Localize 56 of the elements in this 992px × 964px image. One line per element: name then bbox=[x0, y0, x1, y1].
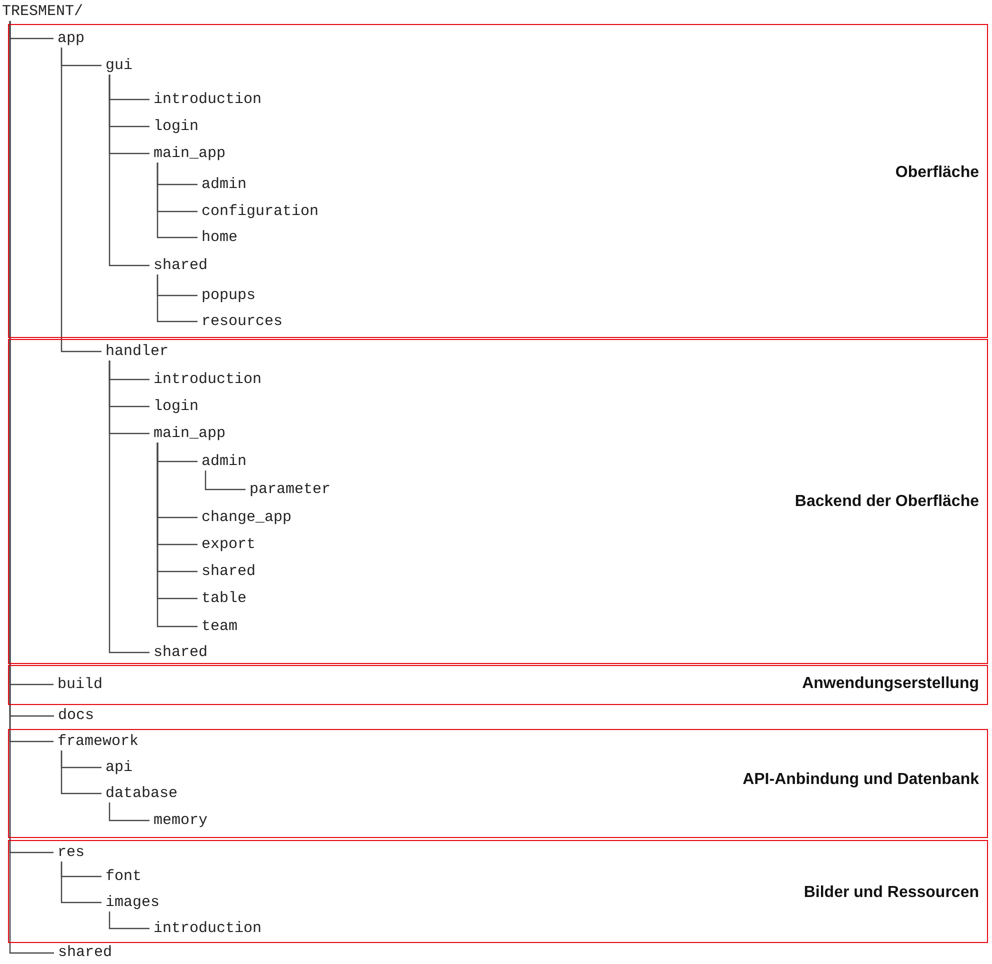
section-label: Anwendungserstellung bbox=[802, 674, 979, 694]
folder-name: login bbox=[154, 398, 199, 416]
folder-name: shared bbox=[154, 644, 208, 662]
folder-name: handler bbox=[106, 342, 169, 360]
folder-name: export bbox=[202, 536, 256, 554]
folder-name: docs bbox=[58, 707, 94, 725]
tree-connector bbox=[156, 274, 198, 322]
tree-connector bbox=[156, 162, 198, 238]
tree-connector bbox=[60, 862, 102, 904]
section-frame bbox=[8, 339, 988, 664]
folder-name: framework bbox=[58, 732, 139, 750]
tree-connector bbox=[108, 802, 150, 822]
section-frame bbox=[8, 665, 988, 705]
folder-name: home bbox=[202, 228, 238, 246]
folder-name: configuration bbox=[202, 202, 319, 220]
tree-connector bbox=[204, 470, 246, 490]
folder-name: shared bbox=[58, 944, 112, 962]
tree-connector bbox=[60, 48, 102, 352]
folder-name: introduction bbox=[154, 920, 262, 938]
folder-name: team bbox=[202, 618, 238, 636]
folder-name: introduction bbox=[154, 370, 262, 388]
folder-name: resources bbox=[202, 312, 283, 330]
section-label: API-Anbindung und Datenbank bbox=[742, 770, 979, 790]
folder-name: images bbox=[106, 894, 160, 912]
folder-name: TRESMENT/ bbox=[2, 3, 84, 21]
folder-name: parameter bbox=[250, 480, 331, 498]
tree-connector bbox=[156, 442, 198, 628]
section-frame bbox=[8, 729, 988, 838]
folder-name: admin bbox=[202, 452, 247, 470]
folder-name: introduction bbox=[154, 90, 262, 108]
folder-name: app bbox=[58, 30, 85, 48]
folder-name: shared bbox=[202, 562, 256, 580]
folder-name: api bbox=[106, 758, 133, 776]
section-frame bbox=[8, 24, 988, 338]
folder-name: main_app bbox=[154, 144, 226, 162]
tree-connector bbox=[60, 750, 102, 794]
folder-name: build bbox=[58, 676, 103, 694]
folder-name: res bbox=[58, 844, 85, 862]
folder-name: font bbox=[106, 868, 142, 886]
section-label: Oberfläche bbox=[895, 163, 979, 183]
folder-name: admin bbox=[202, 176, 247, 194]
folder-name: table bbox=[202, 590, 247, 608]
section-label: Bilder und Ressourcen bbox=[804, 883, 979, 903]
tree-connector bbox=[108, 912, 150, 930]
folder-name: popups bbox=[202, 286, 256, 304]
tree-connector bbox=[108, 360, 150, 654]
section-label: Backend der Oberfläche bbox=[794, 492, 979, 512]
tree-connector bbox=[108, 74, 150, 266]
folder-name: main_app bbox=[154, 424, 226, 442]
folder-name: database bbox=[106, 784, 178, 802]
folder-name: change_app bbox=[202, 508, 292, 526]
folder-name: login bbox=[154, 118, 199, 136]
section-frame bbox=[8, 840, 988, 943]
folder-name: shared bbox=[154, 256, 208, 274]
folder-name: gui bbox=[106, 56, 133, 74]
folder-name: memory bbox=[154, 812, 208, 830]
